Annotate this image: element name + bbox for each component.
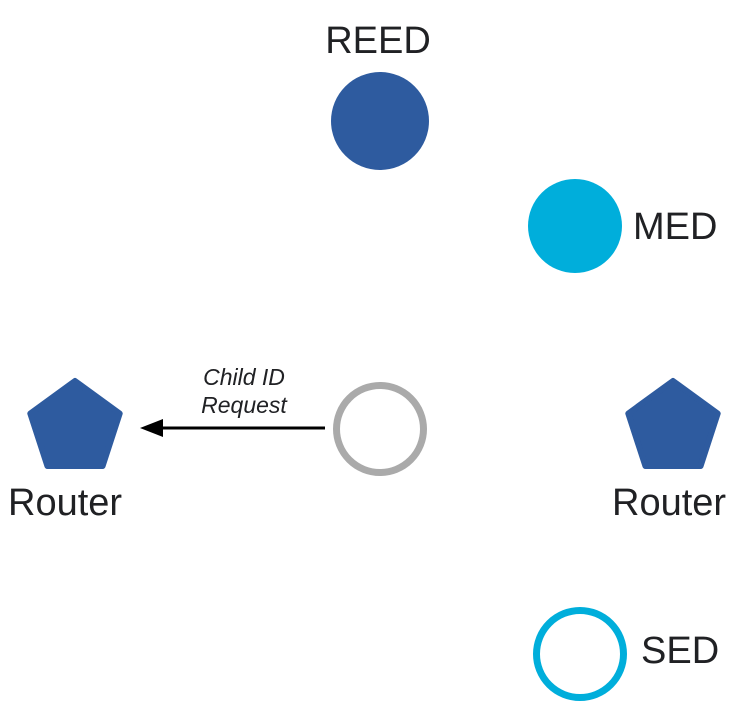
child-id-request-arrowhead-icon [140,419,163,437]
reed-node-label: REED [325,20,431,62]
router-left-pentagon [27,378,123,469]
child-id-request-label: Child ID Request [155,363,333,419]
reed-node-circle [331,72,429,170]
joiner-node-circle [333,382,427,476]
child-id-request-label-line2: Request [201,392,287,418]
sed-node-label: SED [641,630,720,672]
child-id-request-label-line1: Child ID [203,364,285,390]
router-right-label: Router [612,482,727,524]
sed-node-circle [533,607,627,701]
med-node-label: MED [633,206,718,248]
router-right-pentagon [625,378,721,469]
router-left-label: Router [8,482,123,524]
med-node-circle [528,179,622,273]
